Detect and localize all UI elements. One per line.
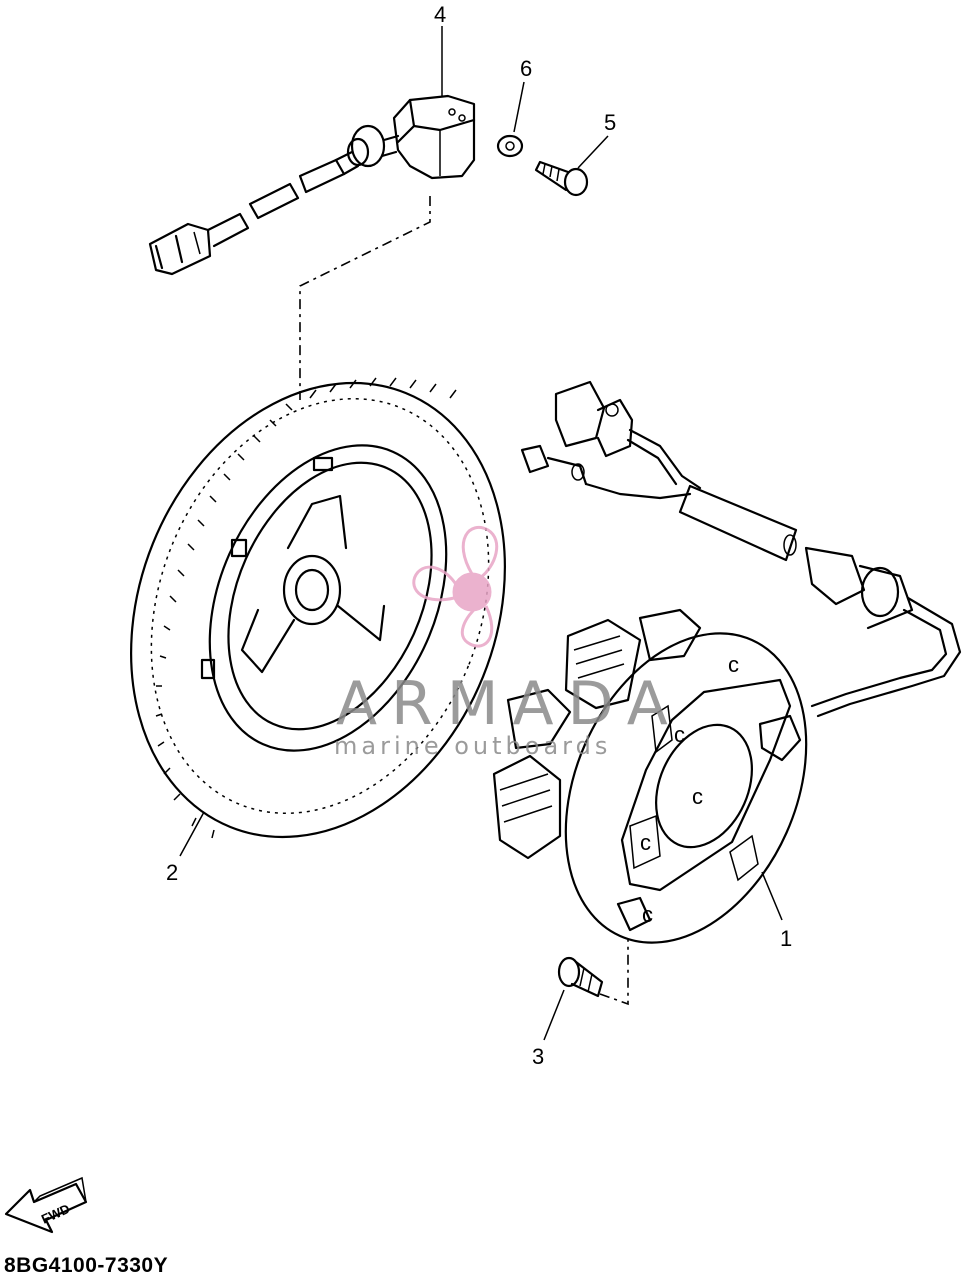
callout-leader-5: [577, 135, 609, 169]
pulser-coil-assembly: [148, 94, 476, 276]
screw-3: [557, 956, 604, 998]
svg-text:c: c: [728, 652, 739, 677]
svg-text:c: c: [640, 830, 651, 855]
fwd-label: FWD: [39, 1201, 72, 1227]
callout-number-5: 5: [604, 110, 616, 135]
svg-text:c: c: [692, 784, 703, 809]
leader-line-4: [299, 196, 431, 400]
washer-6: [496, 134, 524, 158]
callout-number-4: 4: [434, 2, 446, 27]
fwd-arrow-icon: FWD: [4, 1176, 88, 1234]
callout-leader-6: [513, 81, 525, 133]
drawing-code: 8BG4100-7330Y: [4, 1254, 169, 1277]
callout-leader-1: [761, 871, 783, 921]
propeller-logo-icon: [412, 525, 499, 648]
svg-text:c: c: [674, 722, 685, 747]
callout-number-2: 2: [166, 860, 178, 885]
watermark-brand: ARMADA: [336, 669, 682, 739]
callout-leader-2: [179, 811, 205, 857]
leader-line-3: [599, 940, 629, 1006]
callout-number-3: 3: [532, 1044, 544, 1069]
flywheel: [130, 377, 506, 839]
stator-assembly: c c c c c: [492, 380, 962, 944]
callout-number-6: 6: [520, 56, 532, 81]
watermark-tagline: marine outboards: [334, 732, 611, 760]
watermark: ARMADA marine outboards: [334, 525, 682, 760]
screw-5: [534, 160, 589, 197]
callout-number-1: 1: [780, 926, 792, 951]
callout-leader-3: [543, 989, 565, 1041]
